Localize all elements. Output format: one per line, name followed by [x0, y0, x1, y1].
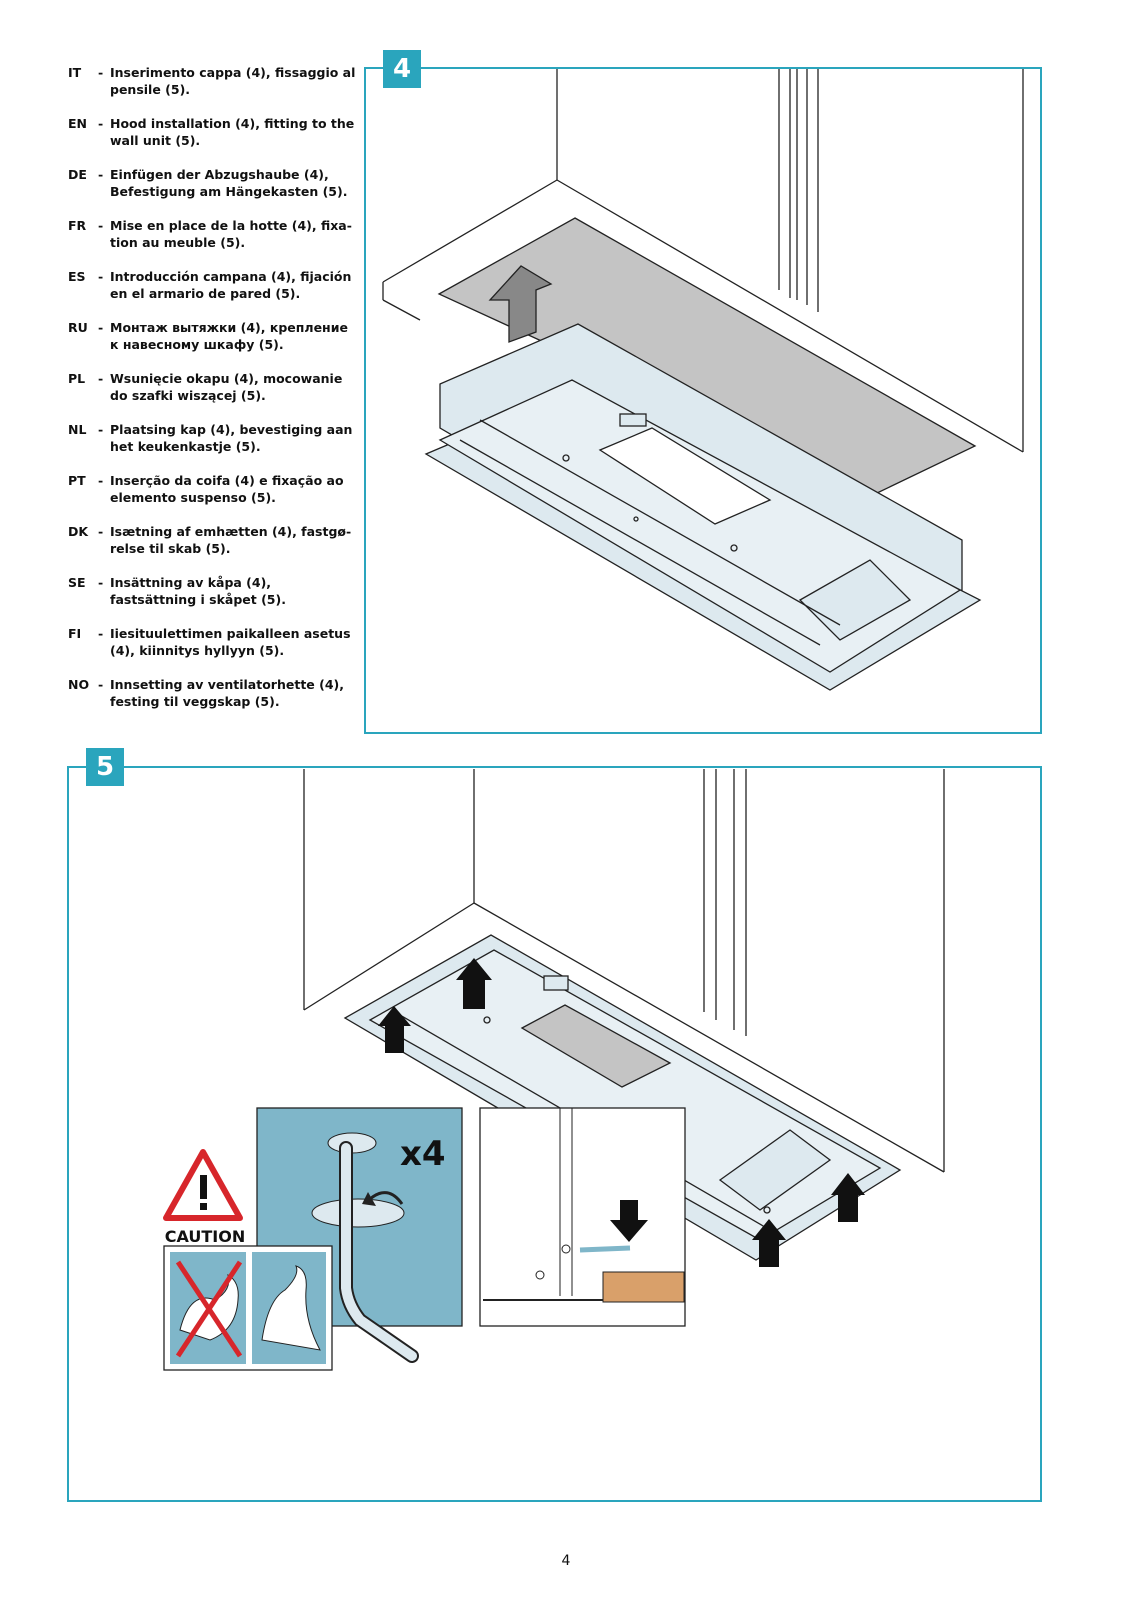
instruction-text: Iiesituulettimen paikalleen asetus (4), …: [110, 626, 351, 658]
instruction-row: PL-Wsunięcie okapu (4), mocowanie do sza…: [68, 370, 358, 404]
step-4-frame: [364, 67, 1042, 734]
instruction-dash: -: [98, 218, 104, 233]
instruction-text: Mise en place de la hotte (4), fixa-tion…: [110, 218, 352, 250]
instruction-code: FI: [68, 626, 82, 641]
instruction-text: Wsunięcie okapu (4), mocowanie do szafki…: [110, 371, 343, 403]
instruction-row: DK-Isætning af emhætten (4), fastgø-rels…: [68, 523, 358, 557]
instruction-dash: -: [98, 371, 104, 386]
instruction-code: RU: [68, 320, 88, 335]
instruction-code: DE: [68, 167, 87, 182]
instruction-text: Einfügen der Abzugshaube (4), Befestigun…: [110, 167, 348, 199]
instruction-text: Inserção da coifa (4) e fixação ao eleme…: [110, 473, 344, 505]
instruction-dash: -: [98, 167, 104, 182]
instruction-row: NL-Plaatsing kap (4), bevestiging aan he…: [68, 421, 358, 455]
instruction-row: SE-Insättning av kåpa (4), fastsättning …: [68, 574, 358, 608]
instruction-code: DK: [68, 524, 89, 539]
allen-key-icon: [339, 1141, 419, 1363]
instruction-text: Insättning av kåpa (4), fastsättning i s…: [110, 575, 286, 607]
screw-count: x4: [400, 1134, 446, 1174]
step-5-illustration: [303, 769, 945, 1261]
instruction-row: DE-Einfügen der Abzugshaube (4), Befesti…: [68, 166, 358, 200]
instruction-text: Plaatsing kap (4), bevestiging aan het k…: [110, 422, 353, 454]
instruction-dash: -: [98, 473, 104, 488]
instruction-row: PT-Inserção da coifa (4) e fixação ao el…: [68, 472, 358, 506]
instruction-text: Introducción campana (4), fijación en el…: [110, 269, 352, 301]
arm-icon: [261, 1265, 321, 1351]
instruction-row: FI -Iiesituulettimen paikalleen asetus (4…: [68, 625, 358, 659]
step-4-illustration: [382, 69, 1024, 691]
instruction-code: PT: [68, 473, 86, 488]
instruction-dash: -: [98, 320, 104, 335]
page-number: 4: [561, 1553, 571, 1569]
no-force-icon: [175, 1260, 243, 1358]
screw-inset: [256, 1107, 463, 1363]
instruction-code: ES: [68, 269, 86, 284]
instruction-dash: -: [98, 524, 104, 539]
instruction-text: Inserimento cappa (4), fissaggio al pens…: [110, 65, 356, 97]
up-arrow-icon: [488, 265, 553, 343]
instruction-dash: -: [98, 626, 104, 641]
step-4-badge: 4: [383, 50, 421, 88]
caution-label: CAUTION: [165, 1227, 245, 1246]
instruction-code: EN: [68, 116, 88, 131]
instruction-row: FR-Mise en place de la hotte (4), fixa-t…: [68, 217, 358, 251]
instruction-text: Innsetting av ventilatorhette (4), festi…: [110, 677, 344, 709]
instruction-row: EN-Hood installation (4), fitting to the…: [68, 115, 358, 149]
instruction-text: Монтаж вытяжки (4), крепление к навесном…: [110, 320, 348, 352]
instruction-dash: -: [98, 677, 104, 692]
clamp-inset: [479, 1107, 686, 1327]
instruction-dash: -: [98, 269, 104, 284]
instruction-dash: -: [98, 65, 104, 80]
rotate-arrow-icon: [362, 1191, 404, 1206]
instruction-code: NO: [68, 677, 90, 692]
instruction-row: RU-Монтаж вытяжки (4), крепление к навес…: [68, 319, 358, 353]
instruction-dash: -: [98, 422, 104, 437]
instruction-code: IT: [68, 65, 82, 80]
instruction-code: PL: [68, 371, 86, 386]
instruction-row: NO-Innsetting av ventilatorhette (4), fe…: [68, 676, 358, 710]
instruction-code: FR: [68, 218, 87, 233]
instruction-row: IT -Inserimento cappa (4), fissaggio al p…: [68, 64, 358, 98]
instruction-text: Isætning af emhætten (4), fastgø-relse t…: [110, 524, 352, 556]
up-arrow-icon: [378, 958, 865, 1267]
language-instructions: IT-Inserimento cappa (4), fissaggio al p…: [68, 64, 358, 727]
instruction-code: SE: [68, 575, 86, 590]
instruction-code: NL: [68, 422, 87, 437]
instruction-dash: -: [98, 575, 104, 590]
step-5-frame: [67, 766, 1042, 1502]
down-arrow-icon: [610, 1200, 648, 1242]
force-warning-box: [163, 1245, 333, 1371]
step-5-badge: 5: [86, 748, 124, 786]
instruction-text: Hood installation (4), fitting to the wa…: [110, 116, 355, 148]
instruction-row: ES-Introducción campana (4), fijación en…: [68, 268, 358, 302]
instruction-dash: -: [98, 116, 104, 131]
caution-triangle-icon: [163, 1149, 243, 1221]
